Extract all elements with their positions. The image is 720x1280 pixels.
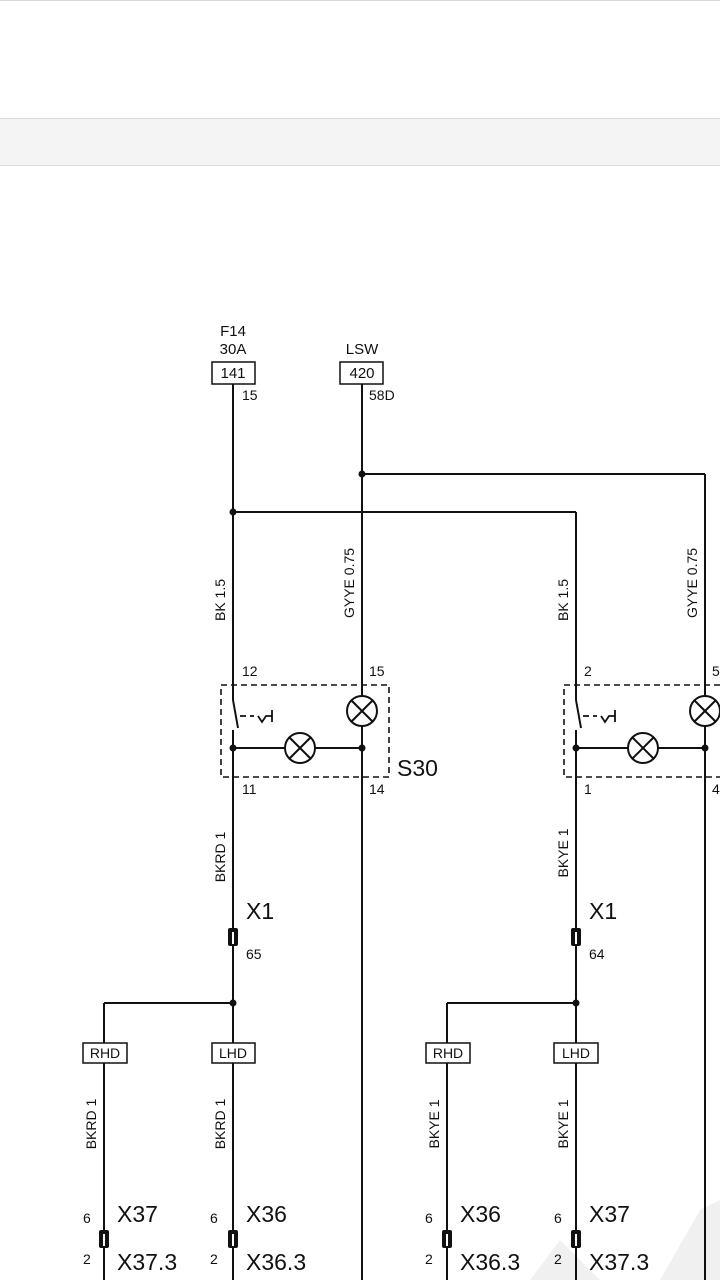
wire-label: BK 1.5: [212, 579, 228, 621]
pin-label: 15: [369, 663, 385, 679]
pin-label: 58D: [369, 387, 395, 403]
pin-label: 15: [242, 387, 258, 403]
rhd-tag: RHD: [90, 1045, 120, 1061]
switch-module-right-outline: [563, 684, 720, 778]
rhd-tag: RHD: [433, 1045, 463, 1061]
lamp-icon: [627, 732, 659, 764]
connector-name: X36.3: [246, 1249, 306, 1275]
wire-label: BKYE 1: [555, 1099, 571, 1148]
wire-label: GYYE 0.75: [341, 548, 357, 618]
switch-module-s30-outline: [220, 684, 390, 778]
pin-label: 2: [554, 1251, 562, 1267]
wire-lines: [103, 384, 706, 1280]
pin-label: 12: [242, 663, 258, 679]
lhd-tag: LHD: [219, 1045, 247, 1061]
switch-name: S30: [397, 755, 438, 781]
pin-label: 6: [554, 1210, 562, 1226]
connector-name: X37: [589, 1201, 630, 1227]
app-top-bar: [0, 0, 720, 119]
connector-name: X36: [460, 1201, 501, 1227]
lhd-tag-box: [553, 1042, 599, 1064]
source-lsw: LSW: [346, 341, 379, 358]
pin-label: 1: [584, 781, 592, 797]
pin-label: 6: [210, 1210, 218, 1226]
pin-label: 6: [83, 1210, 91, 1226]
pin-label: 64: [589, 946, 605, 962]
rhd-tag-box: [425, 1042, 471, 1064]
wire-label: BKRD 1: [212, 1099, 228, 1150]
pin-label: 65: [246, 946, 262, 962]
lamp-icon: [689, 695, 720, 727]
connector-name: X36: [246, 1201, 287, 1227]
pin-label: 5: [712, 663, 720, 679]
pin-label: 2: [584, 663, 592, 679]
connector-name: X37.3: [589, 1249, 649, 1275]
terminal-420: 420: [349, 365, 374, 382]
pin-label: 2: [210, 1251, 218, 1267]
junction-dots: [229, 470, 709, 1007]
wire-label: BKYE 1: [426, 1099, 442, 1148]
wiring-diagram: 141 420 RHD LHD RHD LHD F14 30A LSW 15 5…: [82, 323, 720, 1280]
fuse-name: F14: [220, 323, 246, 340]
pin-label: 2: [425, 1251, 433, 1267]
pin-label: 2: [83, 1251, 91, 1267]
watermark-shape: [530, 1200, 720, 1280]
lhd-tag-box: [211, 1042, 256, 1064]
connector-plug-icon: [99, 928, 581, 1248]
connector-name: X37.3: [117, 1249, 177, 1275]
pin-label: 11: [242, 781, 257, 797]
switch-actuators: [240, 710, 616, 724]
connector-name: X36.3: [460, 1249, 520, 1275]
fuse-rating: 30A: [220, 341, 247, 358]
pin-label: 4: [712, 781, 720, 797]
rhd-tag-box: [82, 1042, 128, 1064]
lhd-tag: LHD: [562, 1045, 590, 1061]
connector-name: X1: [589, 898, 617, 924]
wire-label: BKRD 1: [212, 832, 228, 883]
pin-label: 6: [425, 1210, 433, 1226]
wire-label: BK 1.5: [555, 579, 571, 621]
lamp-icon: [346, 695, 378, 727]
connector-name: X37: [117, 1201, 158, 1227]
wire-label: BKYE 1: [555, 828, 571, 877]
wire-label: BKRD 1: [83, 1099, 99, 1150]
connector-name: X1: [246, 898, 274, 924]
wire-label: GYYE 0.75: [684, 548, 700, 618]
toolbar-strip: [0, 118, 720, 166]
lamp-icon: [284, 732, 316, 764]
pin-label: 14: [369, 781, 385, 797]
terminal-141: 141: [220, 365, 245, 382]
terminal-141-box: [211, 361, 256, 385]
terminal-420-box: [339, 361, 384, 385]
